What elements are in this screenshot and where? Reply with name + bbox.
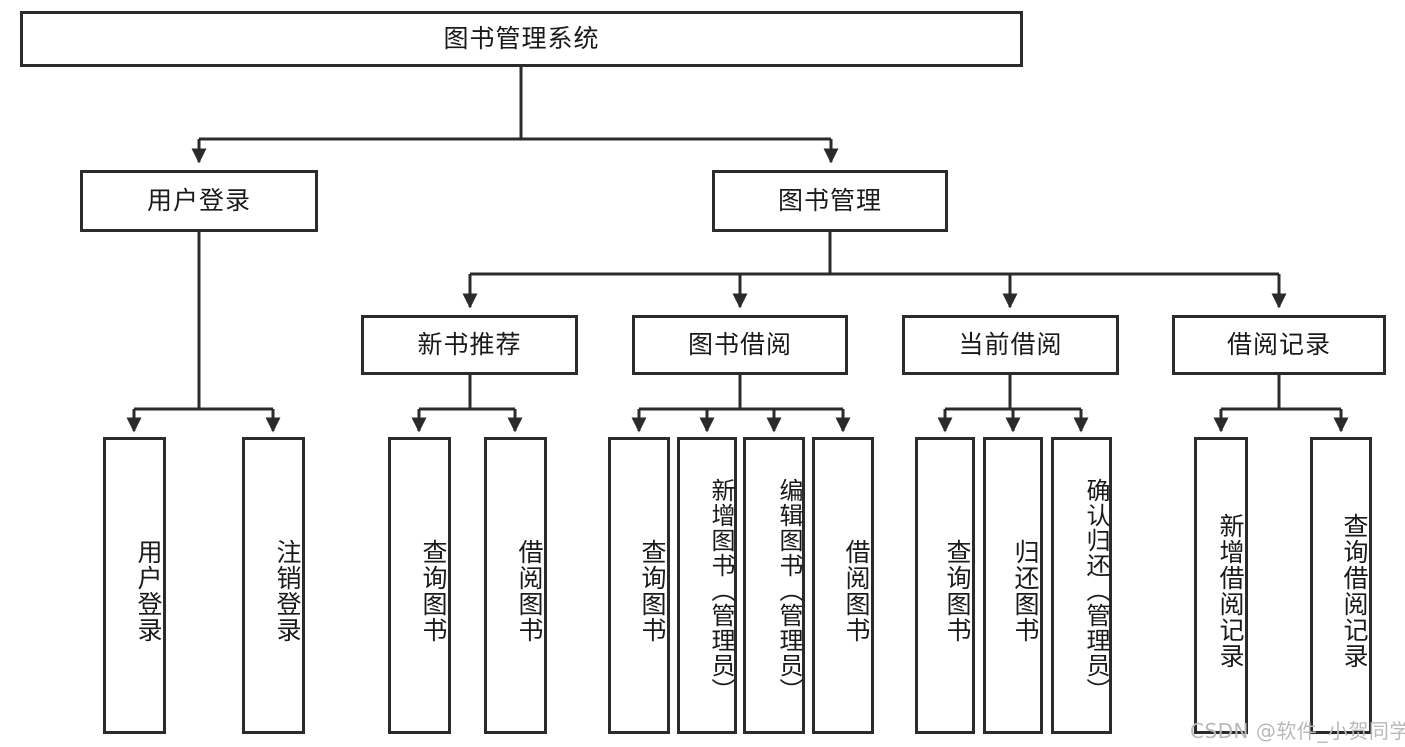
node-book-manage[interactable]: 图书管理 [712,170,948,232]
leaf-leaf-user-login[interactable]: 用户登录 [103,437,166,734]
node-user-login[interactable]: 用户登录 [80,170,318,232]
node-root[interactable]: 图书管理系统 [20,11,1023,67]
node-new-book-rec[interactable]: 新书推荐 [361,315,578,375]
leaf-leaf-logout[interactable]: 注销登录 [242,437,305,734]
leaf-leaf-borrow-book-rec[interactable]: 借阅图书 [484,437,547,734]
leaf-leaf-query-book-cur[interactable]: 查询图书 [915,437,975,734]
leaf-leaf-return-book[interactable]: 归还图书 [983,437,1043,734]
leaf-leaf-query-book-borrow[interactable]: 查询图书 [608,437,670,734]
leaf-leaf-query-record[interactable]: 查询借阅记录 [1310,437,1372,734]
node-book-borrow[interactable]: 图书借阅 [632,315,848,375]
leaf-leaf-add-record[interactable]: 新增借阅记录 [1194,437,1248,734]
leaf-leaf-query-book-rec[interactable]: 查询图书 [388,437,451,734]
leaf-leaf-add-book[interactable]: 新增图书（管理员） [677,437,737,734]
leaf-leaf-edit-book[interactable]: 编辑图书（管理员） [743,437,805,734]
csdn-watermark: CSDN @软件_小贺同学 [1190,719,1405,743]
leaf-leaf-confirm-return[interactable]: 确认归还（管理员） [1051,437,1112,734]
node-current-borrow[interactable]: 当前借阅 [902,315,1119,375]
node-borrow-record[interactable]: 借阅记录 [1172,315,1386,375]
leaf-leaf-borrow-book[interactable]: 借阅图书 [812,437,874,734]
